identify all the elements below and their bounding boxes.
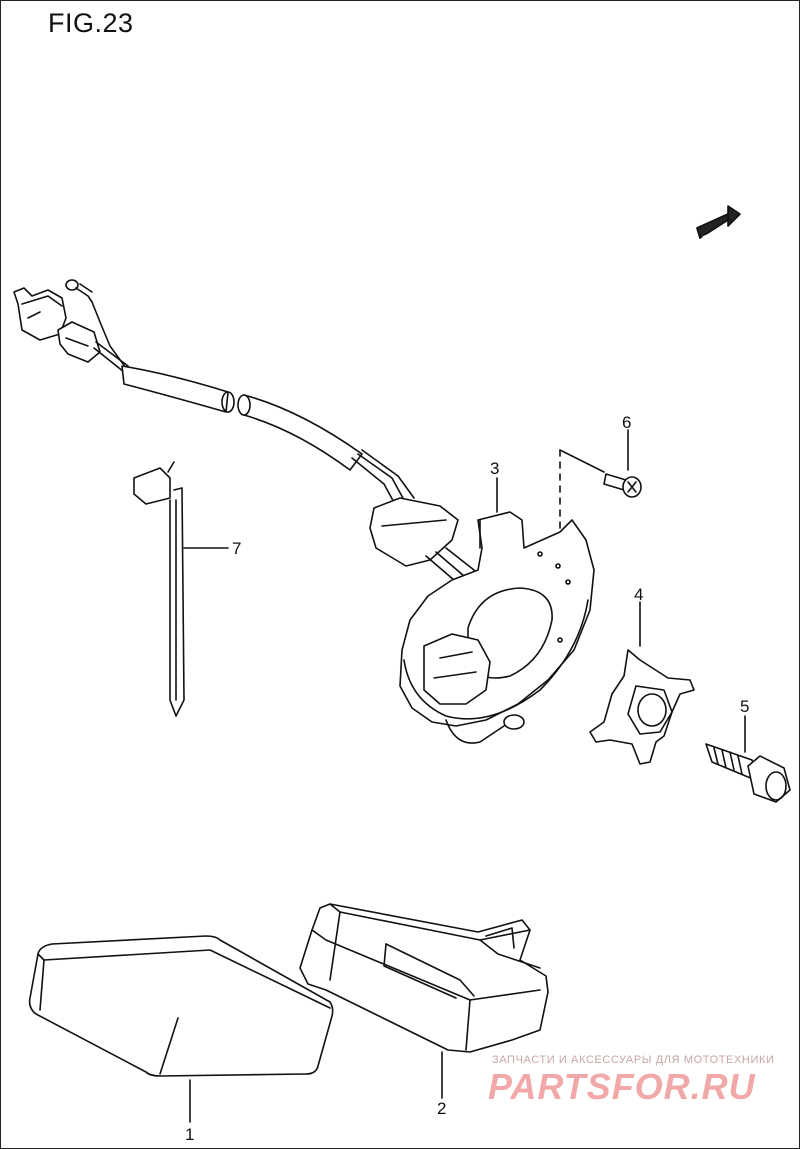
stator-plate [399,511,595,744]
callout-1: 1 [185,1125,194,1144]
fwd-arrow-icon [696,205,741,239]
screw-part-6 [603,473,642,498]
callout-7: 7 [232,539,241,558]
callout-6: 6 [622,413,631,432]
wiring-harness [13,279,485,601]
rotor-part-4 [589,649,695,765]
watermark-tagline: ЗАПЧАСТИ И АКСЕССУАРЫ ДЛЯ МОТОТЕХНИКИ [492,1054,775,1066]
cdi-holder-part-2 [299,903,549,1053]
figure-title: FIG.23 [48,8,134,38]
callout-2: 2 [437,1099,446,1118]
callout-4: 4 [634,585,643,604]
callout-3: 3 [490,459,499,478]
watermark-logo: PARTSFOR.RU [488,1066,756,1107]
bolt-part-5 [705,743,791,803]
callout-5: 5 [740,697,749,716]
cdi-unit-part-1 [28,935,334,1077]
leader-lines [183,429,746,1123]
cable-tie-part-7 [133,461,185,717]
